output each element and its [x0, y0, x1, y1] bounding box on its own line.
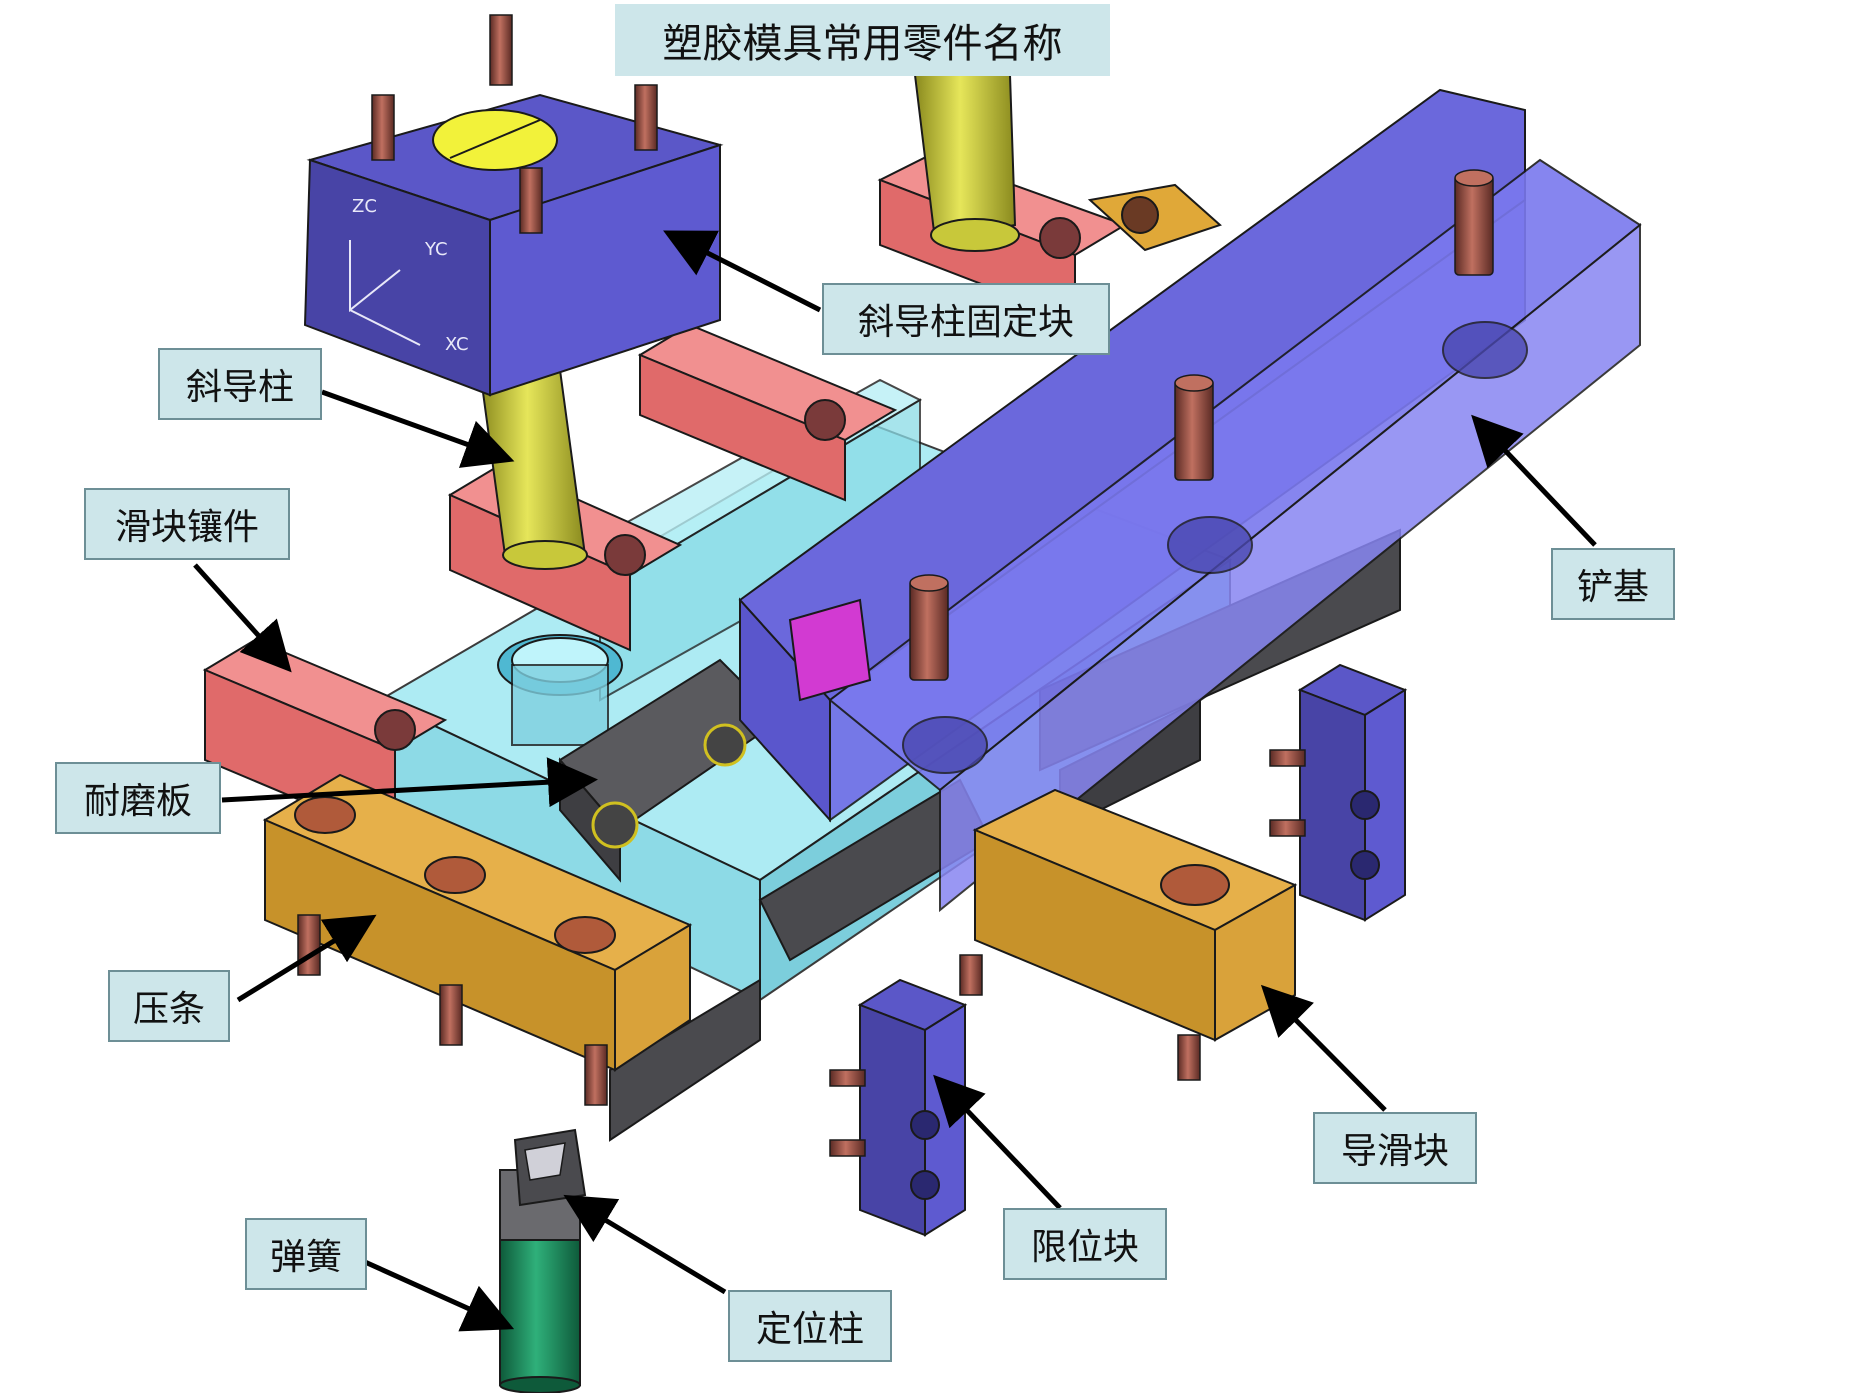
leader-arrows — [193, 230, 1597, 1332]
arrow-heel-block — [1471, 414, 1597, 547]
arrow-slider-insert — [193, 563, 292, 673]
arrow-spring — [363, 1259, 515, 1332]
arrow-angle-pin-block — [663, 230, 822, 313]
axis-zc: ZC — [352, 196, 377, 217]
axis-yc: YC — [424, 239, 448, 260]
diagram-title: 塑胶模具常用零件名称 — [615, 4, 1110, 76]
label-locating-pin: 定位柱 — [728, 1290, 892, 1362]
label-slider-insert: 滑块镶件 — [84, 488, 290, 560]
label-stop-block: 限位块 — [1003, 1208, 1167, 1280]
gib-left — [262, 773, 693, 1106]
arrow-stop-block — [933, 1074, 1062, 1210]
axis-xc: XC — [445, 334, 469, 355]
arrow-gib — [236, 914, 377, 1003]
label-gib: 压条 — [108, 970, 230, 1042]
guide-slider — [959, 788, 1298, 1081]
angle-pin-block: ZC YC XC — [303, 14, 724, 397]
arrow-locating-pin — [563, 1194, 727, 1295]
label-angle-pin-block: 斜导柱固定块 — [822, 283, 1110, 355]
arrow-angle-pin — [321, 389, 515, 468]
label-spring: 弹簧 — [245, 1218, 367, 1290]
label-heel-block: 铲基 — [1551, 548, 1675, 620]
label-guide-slider: 导滑块 — [1313, 1112, 1477, 1184]
arrow-guide-slider — [1260, 984, 1387, 1112]
heel-block — [738, 88, 1642, 913]
angle-pins — [478, 74, 1020, 570]
locating-pin-spring — [499, 1128, 587, 1394]
label-angle-pin: 斜导柱 — [158, 348, 322, 420]
stop-blocks — [829, 663, 1408, 1237]
arrow-wear-plate — [221, 757, 598, 808]
label-wear-plate: 耐磨板 — [55, 762, 221, 834]
